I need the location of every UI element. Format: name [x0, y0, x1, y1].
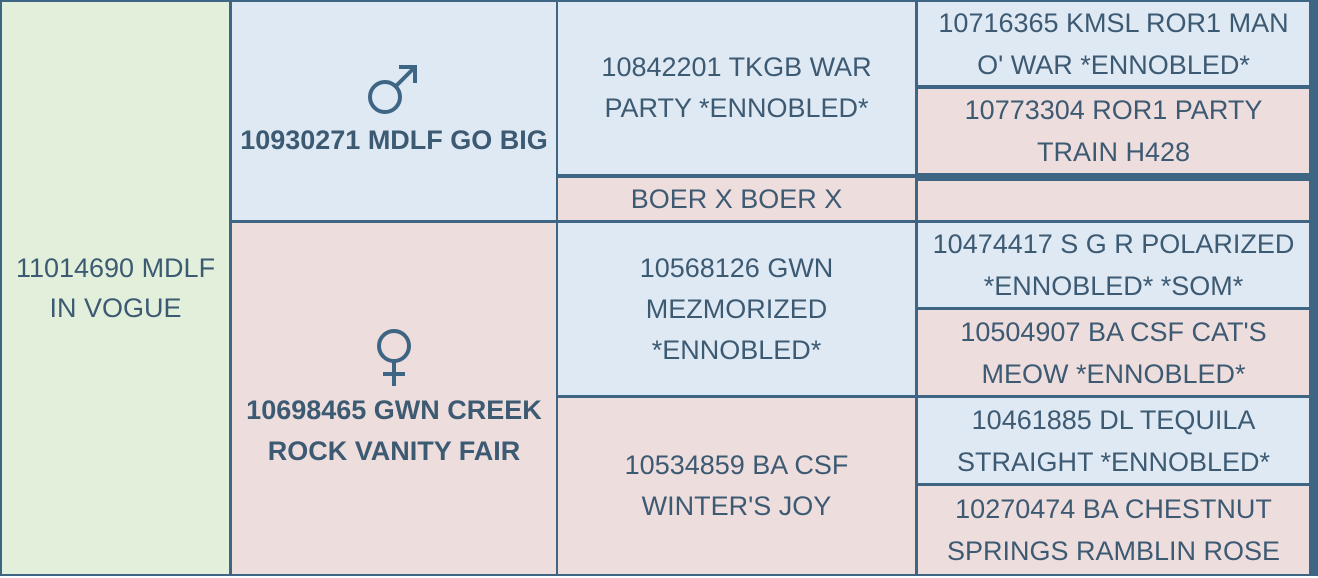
dam-dam-name: 10534859 BA CSF WINTER'S JOY: [624, 450, 849, 521]
great-grandparent-name: 10270474 BA CHESTNUT SPRINGS RAMBLIN ROS…: [946, 494, 1281, 566]
great-grandparent-name: 10504907 BA CSF CAT'S MEOW *ENNOBLED*: [960, 316, 1267, 389]
great-grandparent-cell[interactable]: 10270474 BA CHESTNUT SPRINGS RAMBLIN ROS…: [918, 486, 1309, 574]
great-grandparent-name: 10461885 DL TEQUILA STRAIGHT *ENNOBLED*: [956, 404, 1271, 477]
great-grandparent-cell[interactable]: 10716365 KMSL ROR1 MAN O' WAR *ENNOBLED*: [918, 2, 1309, 85]
sire-dam-name: BOER X BOER X: [630, 183, 843, 214]
sire-cell[interactable]: 10930271 MDLF GO BIG: [232, 2, 556, 220]
dam-name: 10698465 GWN CREEK ROCK VANITY FAIR: [246, 394, 542, 466]
great-grandparent-name: 10716365 KMSL ROR1 MAN O' WAR *ENNOBLED*: [938, 7, 1289, 80]
sire-sire-name: 10842201 TKGB WAR PARTY *ENNOBLED*: [601, 52, 872, 123]
great-grandparent-cell[interactable]: 10461885 DL TEQUILA STRAIGHT *ENNOBLED*: [918, 398, 1309, 483]
sire-name: 10930271 MDLF GO BIG: [240, 124, 548, 155]
great-grandparent-name: 10474417 S G R POLARIZED *ENNOBLED* *SOM…: [932, 229, 1295, 301]
sire-sire-cell[interactable]: 10842201 TKGB WAR PARTY *ENNOBLED*: [558, 2, 915, 174]
great-grandparent-cell[interactable]: 10504907 BA CSF CAT'S MEOW *ENNOBLED*: [918, 310, 1309, 395]
great-grandparent-cell[interactable]: [918, 181, 1309, 220]
female-symbol-icon: [377, 328, 411, 386]
dam-sire-name: 10568126 GWN MEZMORIZED *ENNOBLED*: [639, 252, 834, 365]
male-symbol-icon: [368, 64, 417, 114]
great-grandparent-cell[interactable]: 10474417 S G R POLARIZED *ENNOBLED* *SOM…: [918, 223, 1309, 307]
dam-dam-cell[interactable]: 10534859 BA CSF WINTER'S JOY: [558, 398, 915, 574]
dam-sire-cell[interactable]: 10568126 GWN MEZMORIZED *ENNOBLED*: [558, 223, 915, 395]
sire-dam-cell[interactable]: BOER X BOER X: [558, 178, 915, 220]
subject-animal-name: 11014690 MDLF IN VOGUE: [15, 253, 216, 323]
dam-cell[interactable]: 10698465 GWN CREEK ROCK VANITY FAIR: [232, 223, 556, 574]
great-grandparent-cell[interactable]: 10773304 ROR1 PARTY TRAIN H428: [918, 89, 1309, 173]
subject-animal[interactable]: 11014690 MDLF IN VOGUE: [2, 2, 229, 574]
great-grandparent-name: 10773304 ROR1 PARTY TRAIN H428: [964, 95, 1263, 167]
